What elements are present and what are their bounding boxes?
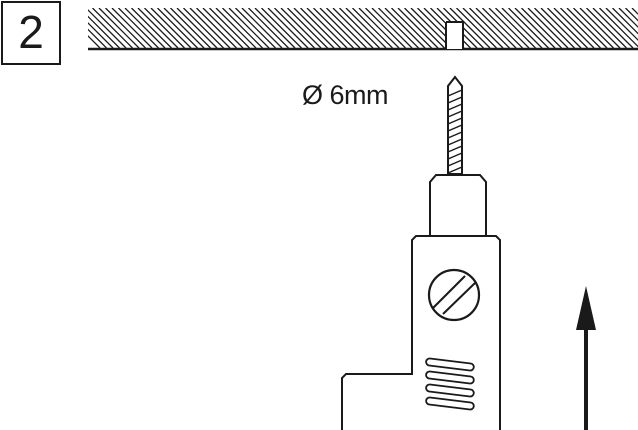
- drilled-hole-icon: [445, 21, 464, 49]
- step-number: 2: [18, 6, 44, 58]
- grip-vents: [425, 357, 475, 411]
- drill-bit: [447, 75, 463, 175]
- drill-body: [341, 235, 501, 430]
- arrow-up-icon: [576, 286, 596, 430]
- hatched-ceiling-icon: [88, 8, 638, 51]
- drill-diameter-label: Ø 6mm: [302, 80, 389, 110]
- step-number-box: 2: [1, 1, 61, 65]
- drill-icon: [341, 75, 501, 430]
- drill-chuck: [429, 174, 487, 237]
- screw-icon: [427, 268, 481, 322]
